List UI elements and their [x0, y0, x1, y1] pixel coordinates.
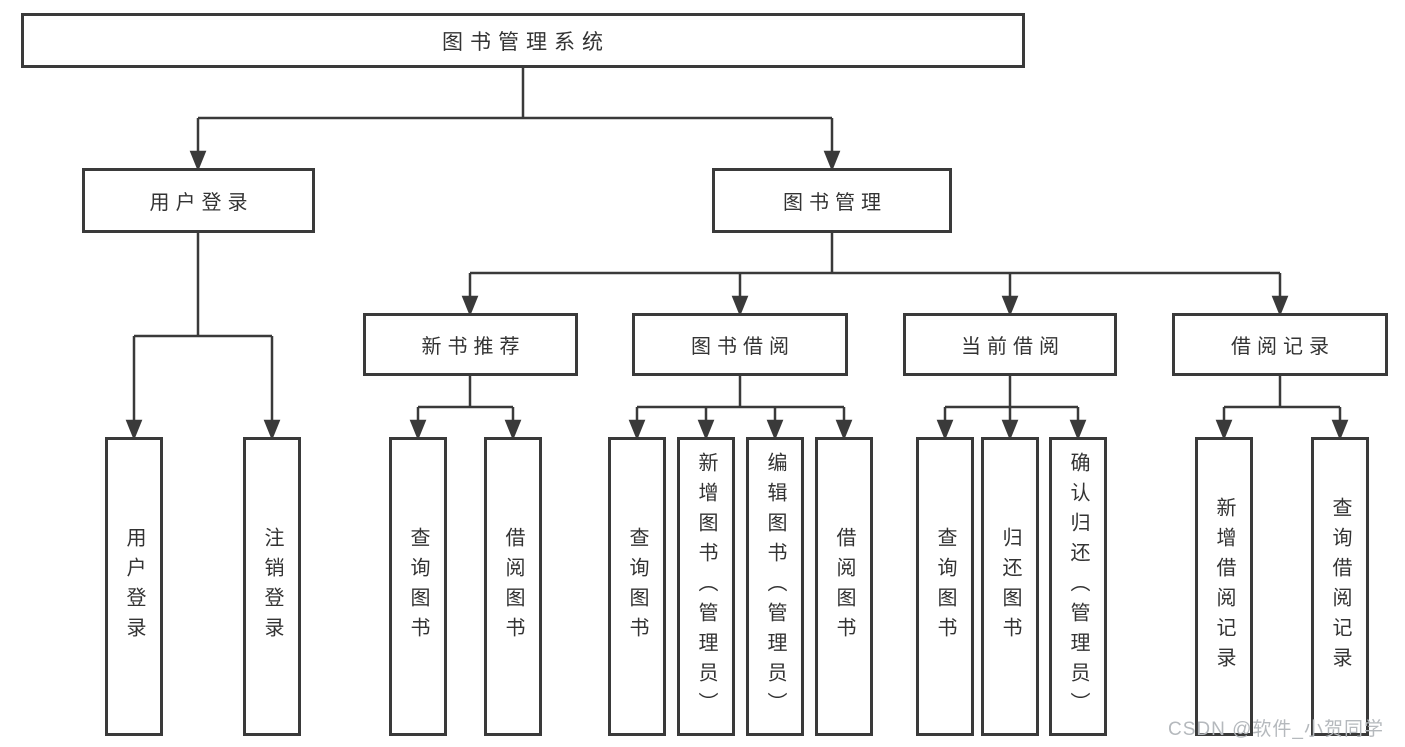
leaf-user-login: 用户登录 — [105, 437, 163, 736]
arrowhead-icon — [628, 419, 646, 441]
arrowhead-icon — [823, 150, 841, 172]
leaf-label: 编辑图书（管理员） — [764, 451, 786, 722]
leaf-query-books-borrowing: 查询图书 — [608, 437, 666, 736]
leaf-query-books-recommend: 查询图书 — [389, 437, 447, 736]
node-borrow-records: 借阅记录 — [1172, 313, 1388, 376]
leaf-label: 查询图书 — [407, 526, 429, 647]
arrowhead-icon — [461, 295, 479, 317]
node-label: 当前借阅 — [961, 336, 1065, 358]
connector-current-borrowing-children — [936, 376, 1087, 441]
node-book-borrowing: 图书借阅 — [632, 313, 848, 376]
leaf-label: 新增借阅记录 — [1213, 496, 1235, 677]
leaf-borrow-books-recommend: 借阅图书 — [484, 437, 542, 736]
arrowhead-icon — [189, 150, 207, 172]
arrowhead-icon — [936, 419, 954, 441]
arrowhead-icon — [731, 295, 749, 317]
connector-user-login-children — [125, 233, 281, 441]
arrowhead-icon — [697, 419, 715, 441]
leaf-label: 确认归还（管理员） — [1067, 451, 1089, 722]
watermark: CSDN @软件_小贺同学 — [1168, 719, 1384, 740]
node-label: 借阅记录 — [1231, 336, 1335, 358]
arrowhead-icon — [504, 419, 522, 441]
node-label: 图书管理系统 — [442, 30, 610, 54]
arrowhead-icon — [125, 419, 143, 441]
arrowhead-icon — [1215, 419, 1233, 441]
leaf-label: 用户登录 — [123, 526, 145, 647]
node-book-management: 图书管理 — [712, 168, 952, 233]
node-label: 图书借阅 — [691, 336, 795, 358]
arrowhead-icon — [1331, 419, 1349, 441]
leaf-label: 注销登录 — [261, 526, 283, 647]
leaf-confirm-return-admin: 确认归还（管理员） — [1049, 437, 1107, 736]
node-current-borrowing: 当前借阅 — [903, 313, 1117, 376]
leaf-label: 借阅图书 — [833, 526, 855, 647]
arrowhead-icon — [835, 419, 853, 441]
leaf-logout: 注销登录 — [243, 437, 301, 736]
leaf-query-books-current: 查询图书 — [916, 437, 974, 736]
leaf-add-borrow-record: 新增借阅记录 — [1195, 437, 1253, 736]
leaf-label: 归还图书 — [999, 526, 1021, 647]
leaf-query-borrow-record: 查询借阅记录 — [1311, 437, 1369, 736]
node-label: 新书推荐 — [421, 336, 526, 358]
arrowhead-icon — [766, 419, 784, 441]
arrowhead-icon — [1001, 419, 1019, 441]
leaf-edit-book-admin: 编辑图书（管理员） — [746, 437, 804, 736]
leaf-borrow-books-borrowing: 借阅图书 — [815, 437, 873, 736]
leaf-return-books: 归还图书 — [981, 437, 1039, 736]
node-user-login: 用户登录 — [82, 168, 315, 233]
leaf-add-book-admin: 新增图书（管理员） — [677, 437, 735, 736]
leaf-label: 查询图书 — [626, 526, 648, 647]
leaf-label: 借阅图书 — [502, 526, 524, 647]
connector-root-to-level2 — [189, 68, 841, 172]
node-label: 用户登录 — [149, 192, 254, 214]
arrowhead-icon — [1001, 295, 1019, 317]
arrowhead-icon — [409, 419, 427, 441]
node-new-book-recommend: 新书推荐 — [363, 313, 578, 376]
arrowhead-icon — [1271, 295, 1289, 317]
leaf-label: 查询图书 — [934, 526, 956, 647]
connector-book-borrowing-children — [628, 376, 853, 441]
leaf-label: 查询借阅记录 — [1329, 496, 1351, 677]
connector-borrow-records-children — [1215, 376, 1349, 441]
node-label: 图书管理 — [783, 192, 887, 214]
leaf-label: 新增图书（管理员） — [695, 451, 717, 722]
node-library-management-system: 图书管理系统 — [21, 13, 1025, 68]
arrowhead-icon — [263, 419, 281, 441]
arrowhead-icon — [1069, 419, 1087, 441]
connector-new-book-recommend-children — [409, 376, 522, 441]
connector-book-management-children — [461, 233, 1289, 317]
